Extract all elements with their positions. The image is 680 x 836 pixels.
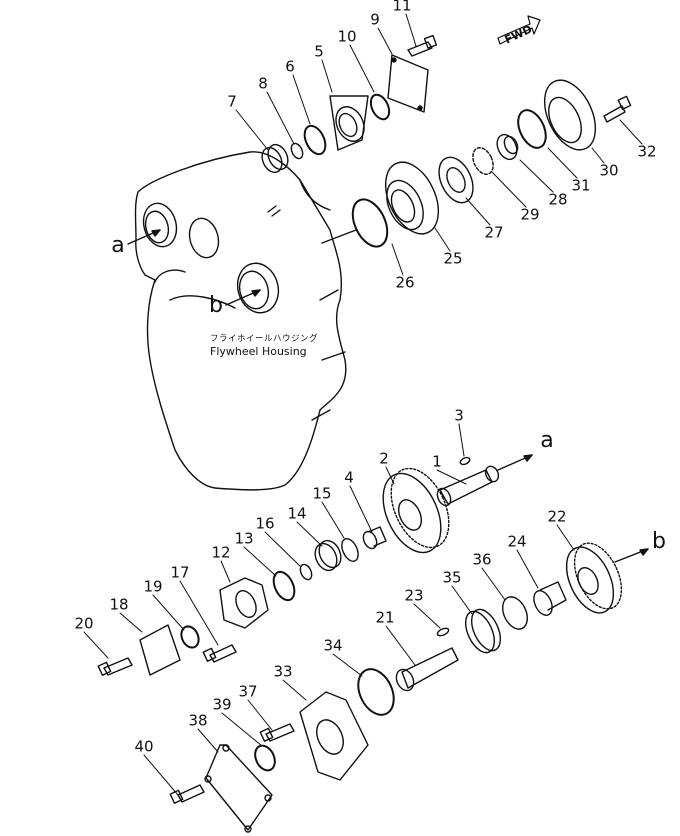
callout-34: 34 <box>323 636 343 655</box>
callout-25: 25 <box>443 249 463 268</box>
callout-8: 8 <box>258 74 268 93</box>
callout-11: 11 <box>392 0 412 15</box>
housing-caption: フライホイールハウジング Flywheel Housing <box>210 334 318 358</box>
flywheel-housing <box>134 151 347 491</box>
callout-35: 35 <box>442 568 462 587</box>
leader-lines <box>83 13 643 796</box>
fwd-arrow-icon <box>497 15 541 45</box>
callout-22: 22 <box>547 507 567 526</box>
callout-4: 4 <box>344 468 354 487</box>
callout-21: 21 <box>375 608 395 627</box>
callout-18: 18 <box>109 595 129 614</box>
callout-27: 27 <box>484 223 504 242</box>
callout-13: 13 <box>234 529 254 548</box>
callout-30: 30 <box>599 161 619 180</box>
ref-letter-b-end: b <box>652 529 666 554</box>
callout-19: 19 <box>143 577 163 596</box>
callout-1: 1 <box>432 452 442 471</box>
callout-29: 29 <box>520 205 540 224</box>
caption-japanese: フライホイールハウジング <box>210 334 319 344</box>
callout-10: 10 <box>337 27 357 46</box>
callout-26: 26 <box>395 273 415 292</box>
callout-5: 5 <box>314 42 324 61</box>
caption-english: Flywheel Housing <box>210 344 307 358</box>
callout-20: 20 <box>74 614 94 633</box>
callout-17: 17 <box>170 563 190 582</box>
callout-40: 40 <box>134 737 154 756</box>
callout-3: 3 <box>454 406 464 425</box>
callout-9: 9 <box>370 10 380 29</box>
callout-15: 15 <box>312 484 332 503</box>
shaft-b-assembly <box>169 542 649 833</box>
reference-arrows-housing <box>127 229 261 306</box>
callout-7: 7 <box>227 92 237 111</box>
callout-31: 31 <box>571 176 591 195</box>
callout-23: 23 <box>404 586 424 605</box>
callout-39: 39 <box>212 695 232 714</box>
callout-16: 16 <box>255 514 275 533</box>
callout-28: 28 <box>548 190 568 209</box>
callout-32: 32 <box>637 142 657 161</box>
callout-12: 12 <box>211 543 231 562</box>
ref-letter-a-end: a <box>540 428 554 453</box>
callout-6: 6 <box>285 57 295 76</box>
right-upper-assembly <box>351 79 632 248</box>
callout-24: 24 <box>507 532 527 551</box>
callout-36: 36 <box>472 550 492 569</box>
upper-assembly <box>261 34 438 174</box>
callout-38: 38 <box>188 711 208 730</box>
callout-14: 14 <box>287 504 307 523</box>
callout-33: 33 <box>273 662 293 681</box>
shaft-a-assembly <box>97 454 533 676</box>
ref-letter-b: b <box>209 293 223 318</box>
ref-letter-a: a <box>111 233 125 258</box>
callout-37: 37 <box>238 682 258 701</box>
callout-2: 2 <box>379 449 389 468</box>
